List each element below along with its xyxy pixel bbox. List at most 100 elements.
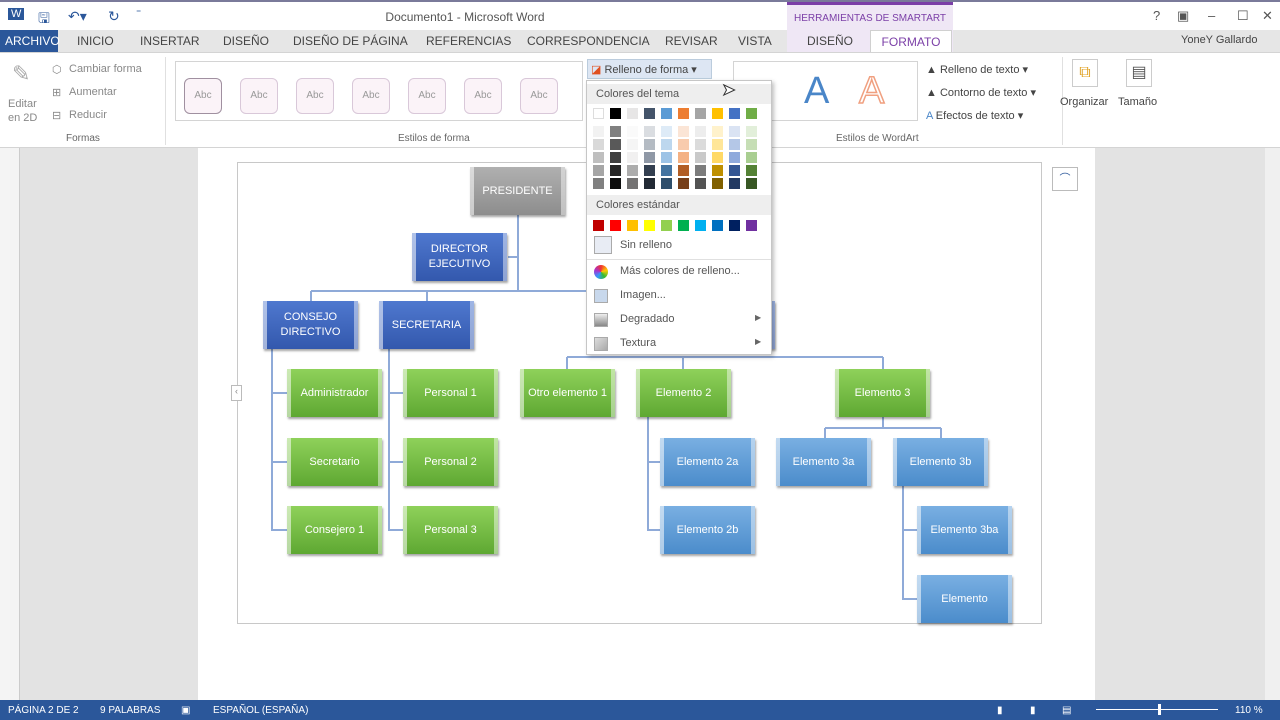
read-mode-icon[interactable]: ▮ xyxy=(997,705,1003,716)
theme-color-swatch[interactable] xyxy=(695,165,706,176)
org-node-elemento2b[interactable]: Elemento 2b xyxy=(660,506,755,554)
arrange-button[interactable]: Organizar xyxy=(1060,96,1109,108)
enlarge-button[interactable]: Aumentar xyxy=(69,86,117,98)
theme-color-swatch[interactable] xyxy=(678,126,689,137)
shrink-button[interactable]: Reducir xyxy=(69,109,107,121)
theme-color-swatch[interactable] xyxy=(644,152,655,163)
help-button[interactable]: ? xyxy=(1153,8,1161,23)
org-node-elemento2[interactable]: Elemento 2 xyxy=(636,369,731,417)
layout-options-icon[interactable]: ⌒ xyxy=(1052,167,1078,191)
org-node-elemento3a[interactable]: Elemento 3a xyxy=(776,438,871,486)
shape-style-3[interactable]: Abc xyxy=(296,78,334,114)
theme-color-swatch[interactable] xyxy=(610,108,621,119)
page-count[interactable]: PÁGINA 2 DE 2 xyxy=(8,705,79,716)
theme-color-swatch[interactable] xyxy=(695,108,706,119)
shape-style-4[interactable]: Abc xyxy=(352,78,390,114)
theme-color-swatch[interactable] xyxy=(610,126,621,137)
standard-color-swatch[interactable] xyxy=(729,220,740,231)
standard-color-swatch[interactable] xyxy=(678,220,689,231)
zoom-slider[interactable] xyxy=(1096,704,1218,715)
theme-color-swatch[interactable] xyxy=(746,108,757,119)
tab-insertar[interactable]: INSERTAR xyxy=(140,34,200,48)
theme-color-swatch[interactable] xyxy=(695,126,706,137)
theme-color-swatch[interactable] xyxy=(627,139,638,150)
maximize-button[interactable]: ☐ xyxy=(1237,8,1249,23)
tab-smartart-diseno[interactable]: DISEÑO xyxy=(807,34,854,48)
theme-color-swatch[interactable] xyxy=(695,139,706,150)
theme-color-swatch[interactable] xyxy=(712,108,723,119)
wordart-style-blue[interactable]: A xyxy=(804,70,830,112)
org-node-elemento3[interactable]: Elemento 3 xyxy=(835,369,930,417)
standard-color-swatch[interactable] xyxy=(695,220,706,231)
theme-color-swatch[interactable] xyxy=(593,139,604,150)
web-layout-icon[interactable]: ▤ xyxy=(1062,705,1072,716)
theme-color-swatch[interactable] xyxy=(593,108,604,119)
standard-color-swatch[interactable] xyxy=(712,220,723,231)
theme-color-swatch[interactable] xyxy=(644,108,655,119)
theme-color-swatch[interactable] xyxy=(644,139,655,150)
theme-color-swatch[interactable] xyxy=(661,165,672,176)
theme-color-swatch[interactable] xyxy=(593,165,604,176)
org-node-secretario[interactable]: Secretario xyxy=(287,438,382,486)
gradient-item[interactable]: Degradado xyxy=(620,313,675,325)
theme-color-swatch[interactable] xyxy=(627,108,638,119)
theme-color-swatch[interactable] xyxy=(644,165,655,176)
theme-color-swatch[interactable] xyxy=(729,126,740,137)
tab-vista[interactable]: VISTA xyxy=(738,34,772,48)
org-node-presidente[interactable]: PRESIDENTE xyxy=(470,167,565,215)
theme-color-swatch[interactable] xyxy=(661,126,672,137)
theme-color-swatch[interactable] xyxy=(661,152,672,163)
theme-color-swatch[interactable] xyxy=(610,178,621,189)
theme-color-swatch[interactable] xyxy=(661,178,672,189)
theme-color-swatch[interactable] xyxy=(593,178,604,189)
theme-color-swatch[interactable] xyxy=(610,152,621,163)
theme-color-swatch[interactable] xyxy=(627,152,638,163)
tab-referencias[interactable]: REFERENCIAS xyxy=(426,34,512,48)
theme-color-swatch[interactable] xyxy=(695,178,706,189)
shape-fill-button[interactable]: ◪ Relleno de forma ▾ xyxy=(587,59,712,79)
org-node-secretaria[interactable]: SECRETARIA xyxy=(379,301,474,349)
shape-style-1[interactable]: Abc xyxy=(184,78,222,114)
user-name[interactable]: YoneY Gallardo xyxy=(1181,34,1258,46)
tab-correspondencia[interactable]: CORRESPONDENCIA xyxy=(527,34,650,48)
theme-color-swatch[interactable] xyxy=(695,152,706,163)
theme-color-swatch[interactable] xyxy=(661,139,672,150)
no-fill-item[interactable]: Sin relleno xyxy=(620,239,672,251)
tab-diseno[interactable]: DISEÑO xyxy=(223,34,270,48)
wordart-style-orange[interactable]: A xyxy=(858,69,885,113)
zoom-slider-thumb[interactable] xyxy=(1157,704,1161,715)
org-node-consejero[interactable]: Consejero 1 xyxy=(287,506,382,554)
shape-style-7[interactable]: Abc xyxy=(520,78,558,114)
org-node-personal3[interactable]: Personal 3 xyxy=(403,506,498,554)
theme-color-swatch[interactable] xyxy=(729,178,740,189)
theme-color-swatch[interactable] xyxy=(610,139,621,150)
text-effects-button[interactable]: A Efectos de texto ▾ xyxy=(926,110,1024,122)
theme-color-swatch[interactable] xyxy=(610,165,621,176)
theme-color-swatch[interactable] xyxy=(746,126,757,137)
org-node-consejo[interactable]: CONSEJO DIRECTIVO xyxy=(263,301,358,349)
tab-revisar[interactable]: REVISAR xyxy=(665,34,718,48)
change-shape-button[interactable]: Cambiar forma xyxy=(69,63,142,75)
close-button[interactable]: ✕ xyxy=(1262,8,1273,23)
theme-color-swatch[interactable] xyxy=(644,126,655,137)
org-node-director[interactable]: DIRECTOR EJECUTIVO xyxy=(412,233,507,281)
customize-qat-icon[interactable]: ⁼ xyxy=(136,8,142,19)
standard-color-swatch[interactable] xyxy=(661,220,672,231)
tab-inicio[interactable]: INICIO xyxy=(77,34,114,48)
theme-color-swatch[interactable] xyxy=(729,108,740,119)
tab-diseno-pagina[interactable]: DISEÑO DE PÁGINA xyxy=(293,34,408,48)
theme-color-swatch[interactable] xyxy=(678,178,689,189)
org-node-personal2[interactable]: Personal 2 xyxy=(403,438,498,486)
texture-item[interactable]: Textura xyxy=(620,337,657,349)
org-node-elemento[interactable]: Elemento xyxy=(917,575,1012,623)
size-button[interactable]: Tamaño xyxy=(1118,96,1158,108)
more-fill-colors-item[interactable]: Más colores de relleno... xyxy=(620,265,740,277)
zoom-level[interactable]: 110 % xyxy=(1235,705,1263,716)
theme-color-swatch[interactable] xyxy=(746,178,757,189)
word-count[interactable]: 9 PALABRAS xyxy=(100,705,161,716)
shape-style-2[interactable]: Abc xyxy=(240,78,278,114)
theme-color-swatch[interactable] xyxy=(712,152,723,163)
theme-color-swatch[interactable] xyxy=(712,139,723,150)
theme-color-swatch[interactable] xyxy=(712,165,723,176)
theme-color-swatch[interactable] xyxy=(729,139,740,150)
